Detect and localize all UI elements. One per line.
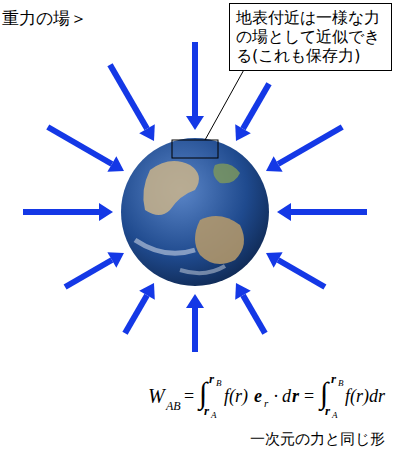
force-arrow-shaft (192, 42, 198, 116)
note-text: 一次元の力と同じ形 (250, 432, 385, 447)
force-arrow-head (139, 124, 155, 141)
force-arrow-shaft (278, 260, 325, 287)
force-arrow-shaft (192, 308, 198, 352)
force-arrow-head (186, 116, 204, 130)
formula-part: r (209, 372, 214, 385)
title: 重力の場＞ (2, 10, 87, 27)
force-arrow-shaft (125, 295, 147, 333)
formula-part: AB (166, 400, 181, 412)
force-arrow-head (99, 203, 113, 221)
force-arrow-head (277, 203, 291, 221)
force-arrow-head (186, 294, 204, 308)
leader-line (205, 66, 246, 140)
surface-region (172, 140, 218, 158)
force-arrow-head (266, 156, 283, 172)
formula-part: A (211, 411, 217, 420)
formula-part: d (282, 387, 291, 405)
formula-part: = (184, 387, 194, 405)
earth (121, 132, 269, 286)
formula-part: B (216, 379, 222, 388)
force-arrows (23, 42, 367, 352)
force-arrow-head (107, 252, 124, 268)
formula-part: r (264, 398, 268, 409)
force-arrow-shaft (110, 65, 147, 129)
force-arrow-head (235, 283, 251, 300)
force-arrow-shaft (65, 260, 112, 287)
formula-part: B (338, 379, 344, 388)
formula-part: · (273, 387, 279, 405)
force-arrow-head (107, 156, 124, 172)
force-arrow-head (139, 283, 155, 300)
formula-part: r (292, 387, 299, 405)
formula-part: r (331, 372, 336, 385)
force-arrow-shaft (23, 209, 99, 215)
formula-part: f(r) (224, 387, 248, 405)
force-arrow-head (235, 124, 251, 141)
callout-text: 地表付近は一様な力の場として近似できる(これも保存力) (236, 8, 385, 66)
force-arrow-shaft (243, 295, 265, 333)
callout-box: 地表付近は一様な力の場として近似できる(これも保存力) (229, 3, 392, 71)
force-arrow-shaft (243, 84, 269, 129)
formula-part: f(r)dr (345, 387, 385, 405)
formula-part: = (304, 387, 314, 405)
formula-part: W (148, 386, 165, 406)
force-arrow-shaft (291, 209, 367, 215)
formula-part: e (254, 387, 262, 405)
formula-part: r (325, 404, 330, 417)
force-arrow-shaft (278, 127, 342, 164)
formula-part: r (204, 404, 209, 417)
force-arrow-head (266, 252, 283, 268)
formula-part: A (332, 411, 338, 420)
force-arrow-shaft (48, 127, 112, 164)
